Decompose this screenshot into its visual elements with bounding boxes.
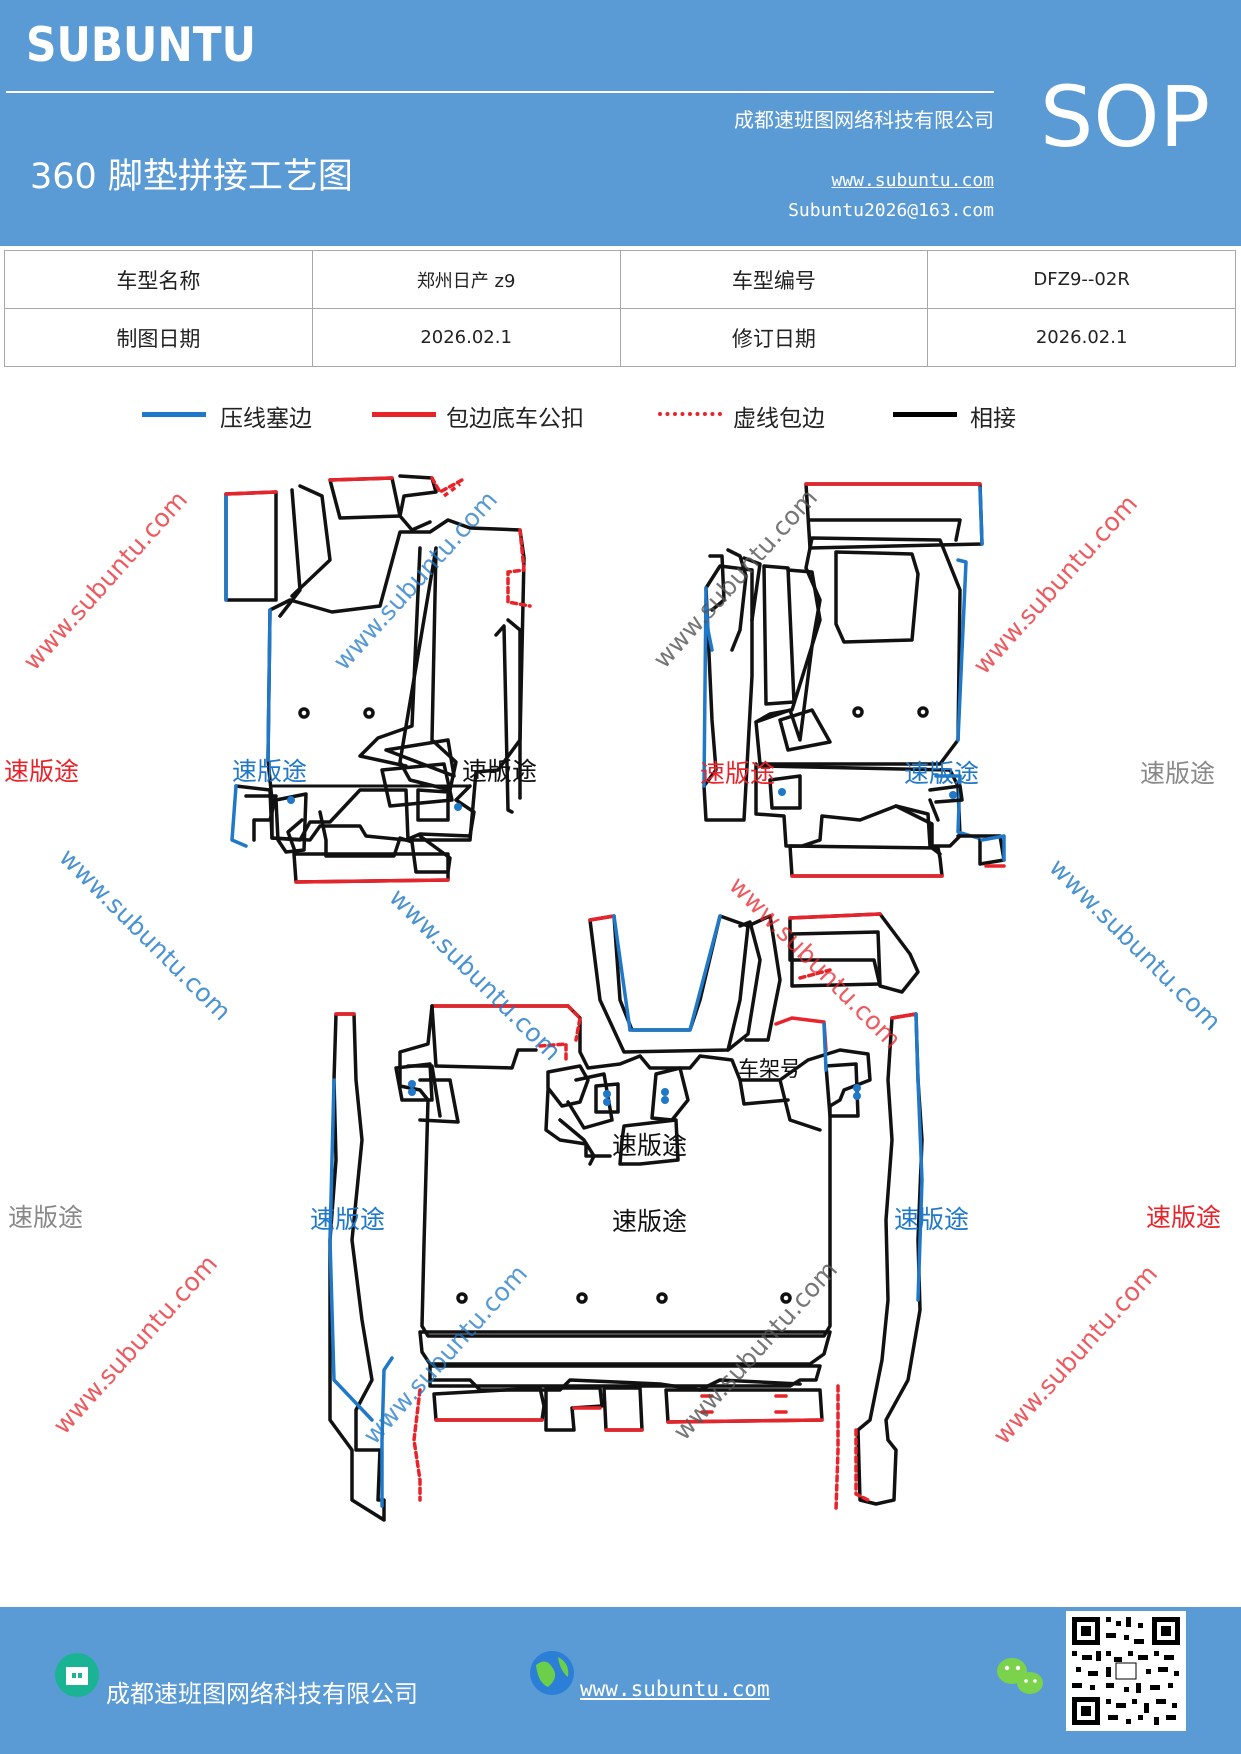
rear-mat-piece xyxy=(328,912,924,1522)
driver-mat-piece xyxy=(224,474,532,884)
table-value: 2026.02.1 xyxy=(311,308,621,367)
piece-label: 速版途 xyxy=(612,1207,688,1236)
legend-label: 包边底车公扣 xyxy=(446,406,584,432)
website-link[interactable]: www.subuntu.com xyxy=(831,170,994,191)
table-row: 制图日期 2026.02.1 修订日期 2026.02.1 xyxy=(4,308,1236,367)
piece-label: 速版途 xyxy=(612,1131,687,1160)
footer-company: 成都速班图网络科技有限公司 xyxy=(106,1680,418,1708)
legend-label: 压线塞边 xyxy=(220,406,312,432)
table-label: 修订日期 xyxy=(619,308,929,367)
watermark-brand: 速版途 xyxy=(700,759,776,788)
watermark-brand: 速版途 xyxy=(904,759,980,788)
qr-code-image xyxy=(1072,1617,1180,1725)
watermark-brand: 速版途 xyxy=(1146,1203,1222,1232)
watermark-brand: 速版途 xyxy=(894,1205,970,1234)
watermark-brand: 速版途 xyxy=(4,757,80,786)
vin-label: 车架号 xyxy=(738,1057,801,1081)
piece-label: 速版途 xyxy=(462,757,537,786)
table-value: 郑州日产 z9 xyxy=(311,250,621,309)
table-label: 车型编号 xyxy=(619,250,929,309)
watermark-brand: 速版途 xyxy=(1140,759,1216,788)
wechat-icon xyxy=(997,1658,1043,1694)
sop-badge: SOP xyxy=(1040,68,1211,166)
legend-label: 虚线包边 xyxy=(733,406,825,432)
watermark-brand: 速版途 xyxy=(310,1205,386,1234)
legend-swatch-blue xyxy=(142,412,206,417)
footer-icons xyxy=(55,1651,1043,1697)
legend-swatch-black xyxy=(893,412,957,417)
dashed-edge-marks xyxy=(442,482,462,498)
brand-logo: SUBUNTU xyxy=(26,18,257,73)
qr-code[interactable] xyxy=(1066,1611,1186,1731)
header-banner: SUBUNTU 成都速班图网络科技有限公司 360 脚垫拼接工艺图 www.su… xyxy=(0,0,1241,246)
table-row: 车型名称 郑州日产 z9 车型编号 DFZ9--02R xyxy=(4,250,1236,309)
passenger-mat-piece xyxy=(702,482,1006,878)
table-label: 车型名称 xyxy=(4,250,313,309)
legend-swatch-red-dashed xyxy=(658,412,722,416)
table-label: 制图日期 xyxy=(4,308,313,367)
company-name: 成都速班图网络科技有限公司 xyxy=(734,108,994,132)
footer-banner: 成都速班图网络科技有限公司 www.subuntu.com xyxy=(0,1607,1241,1754)
floor-mat-diagram: 速版途 速版途 车架号 速版途 速版途 速版途 速版途 速版途 速版途 速版途 … xyxy=(0,440,1241,1600)
table-value: 2026.02.1 xyxy=(927,308,1236,367)
document-title: 360 脚垫拼接工艺图 xyxy=(30,157,353,197)
table-value: DFZ9--02R xyxy=(927,250,1236,309)
vehicle-info-table: 车型名称 郑州日产 z9 车型编号 DFZ9--02R 制图日期 2026.02… xyxy=(4,250,1236,367)
legend-label: 相接 xyxy=(970,406,1016,432)
footer-website-link[interactable]: www.subuntu.com xyxy=(580,1677,770,1701)
mat-pattern-drawing: 速版途 速版途 车架号 xyxy=(224,474,1006,1522)
building-icon xyxy=(55,1653,99,1697)
header-divider xyxy=(6,91,994,93)
legend-swatch-red xyxy=(372,412,436,417)
line-legend: 压线塞边 包边底车公扣 虚线包边 相接 xyxy=(0,395,1241,435)
watermark-brand: 速版途 xyxy=(232,757,308,786)
watermark-brand: 速版途 xyxy=(8,1203,84,1232)
globe-icon xyxy=(530,1651,574,1695)
email-address: Subuntu2026@163.com xyxy=(788,200,994,221)
